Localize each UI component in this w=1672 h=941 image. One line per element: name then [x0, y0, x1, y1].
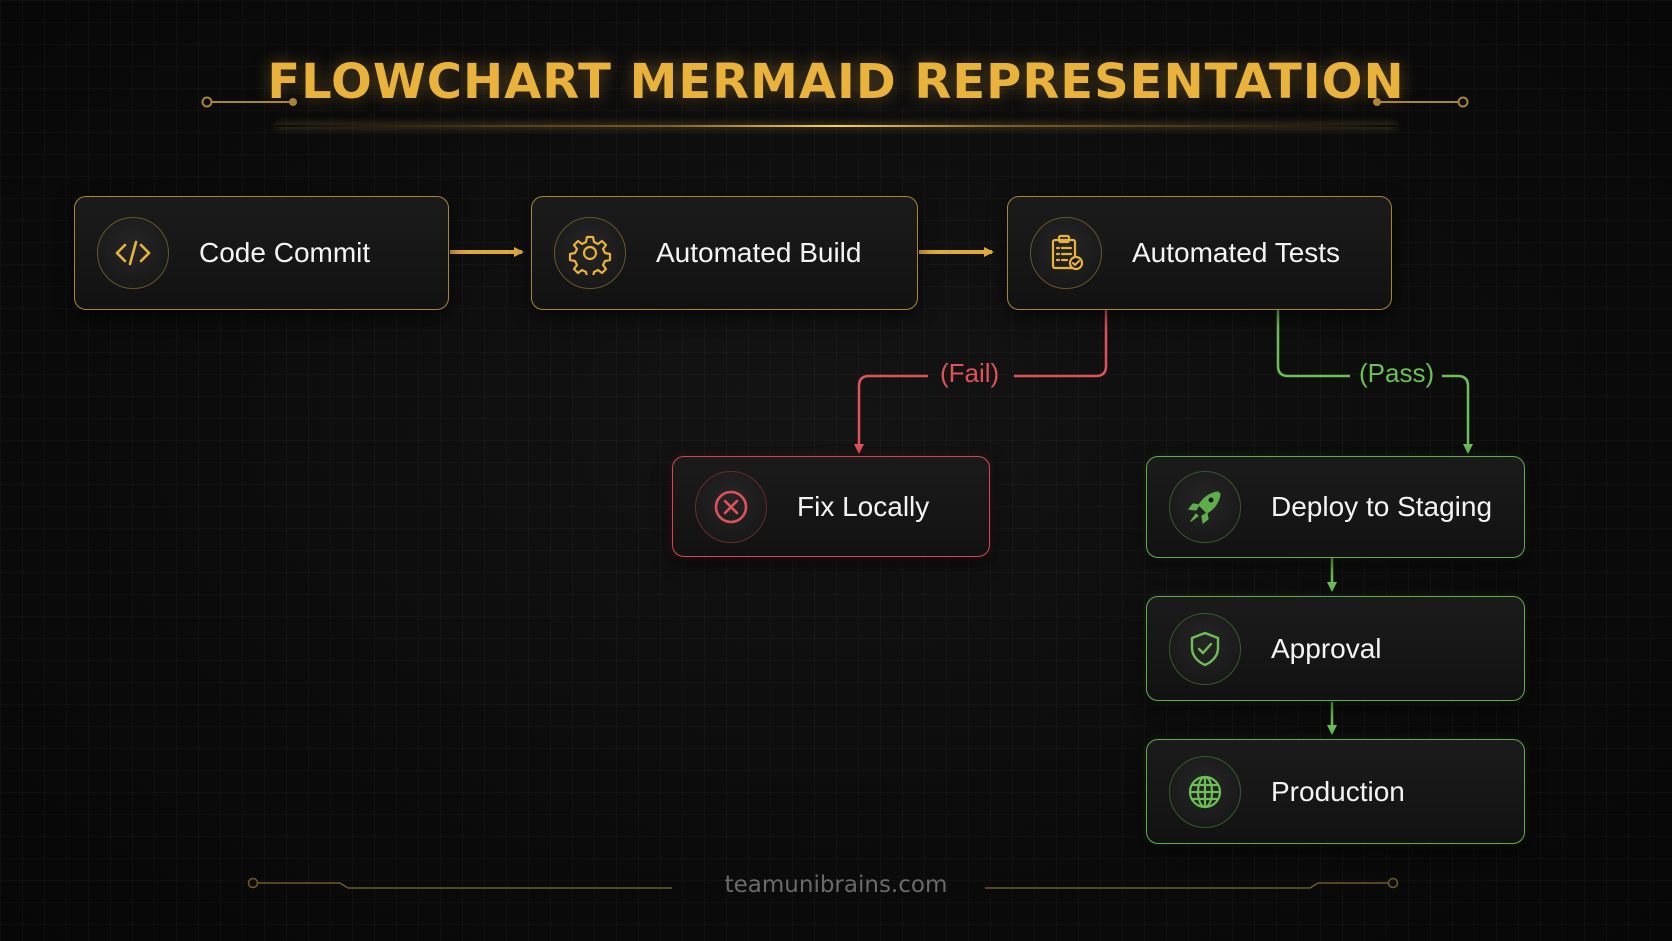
footer-website[interactable]: teamunibrains.com	[724, 872, 948, 898]
node-automated-build[interactable]: Automated Build	[531, 196, 918, 310]
node-deploy-to-staging[interactable]: Deploy to Staging	[1146, 456, 1525, 558]
title-underline-glow	[276, 125, 1396, 127]
clipboard-check-icon	[1030, 217, 1102, 289]
node-code-commit[interactable]: Code Commit	[74, 196, 449, 310]
edge-tests-to-deploy	[1276, 310, 1468, 452]
title-decor-right	[1373, 96, 1469, 108]
x-circle-icon	[695, 470, 767, 543]
footer-decor-right	[985, 877, 1399, 889]
node-label: Approval	[1271, 632, 1382, 664]
node-approval[interactable]: Approval	[1146, 596, 1525, 701]
node-label: Automated Build	[656, 237, 862, 268]
code-icon	[97, 217, 169, 289]
node-production[interactable]: Production	[1146, 739, 1525, 844]
rocket-icon	[1169, 471, 1241, 543]
shield-check-icon	[1169, 612, 1241, 685]
node-fix-locally[interactable]: Fix Locally	[672, 456, 990, 557]
node-label: Code Commit	[199, 237, 371, 268]
edge-label-pass: (Pass)	[1359, 358, 1435, 388]
node-label: Fix Locally	[797, 490, 930, 522]
node-automated-tests[interactable]: Automated Tests	[1007, 196, 1392, 310]
node-label: Automated Tests	[1132, 237, 1341, 268]
edge-tests-to-fix	[859, 310, 1108, 452]
globe-icon	[1169, 755, 1241, 828]
title-decor-left	[201, 96, 297, 108]
node-label: Deploy to Staging	[1271, 491, 1493, 522]
gear-icon	[554, 217, 626, 289]
node-label: Production	[1271, 775, 1405, 807]
footer-decor-left	[247, 877, 672, 889]
edge-label-fail: (Fail)	[940, 358, 1000, 388]
page-title: FLOWCHART MERMAID REPRESENTATION	[267, 54, 1405, 110]
